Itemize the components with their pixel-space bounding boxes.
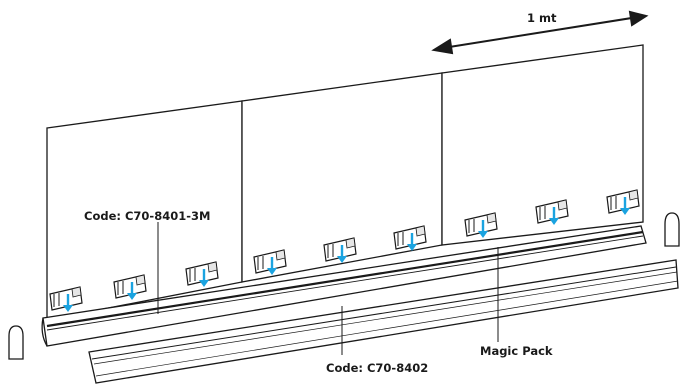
down-arrow-icon: [549, 207, 559, 225]
clip-icon: [185, 261, 219, 286]
glass-panel-right: [441, 44, 644, 246]
clips-group: [49, 189, 640, 312]
down-arrow-icon: [267, 257, 277, 275]
cover-rail: [88, 259, 679, 384]
end-cap-right: [664, 212, 680, 247]
clip-icon: [113, 274, 147, 299]
end-cap-left: [8, 325, 24, 360]
down-arrow-icon: [63, 294, 73, 312]
down-arrow-icon: [337, 245, 347, 263]
down-arrow-icon: [478, 220, 488, 238]
down-arrow-icon: [199, 269, 209, 287]
leader-lines: [157, 222, 499, 355]
down-arrow-icon: [127, 282, 137, 300]
clip-icon: [535, 199, 569, 224]
clip-icon: [606, 189, 640, 214]
dimension-arrow-icon: [431, 10, 649, 55]
down-arrow-icon: [407, 233, 417, 251]
panel-code-label: Code: C70-8401-3M: [84, 209, 210, 223]
down-arrow-icon: [620, 197, 630, 215]
clip-icon: [393, 225, 427, 250]
clip-icon: [323, 237, 357, 262]
rail-code-label: Code: C70-8402: [326, 361, 428, 375]
base-rail: [41, 225, 647, 347]
width-label: 1 mt: [527, 11, 557, 25]
clip-icon: [49, 286, 83, 311]
clip-label: Magic Pack: [480, 344, 553, 358]
glass-panels: [46, 44, 644, 321]
clip-icon: [464, 212, 498, 237]
clip-icon: [253, 249, 287, 274]
end-cap-icon: [8, 212, 680, 360]
